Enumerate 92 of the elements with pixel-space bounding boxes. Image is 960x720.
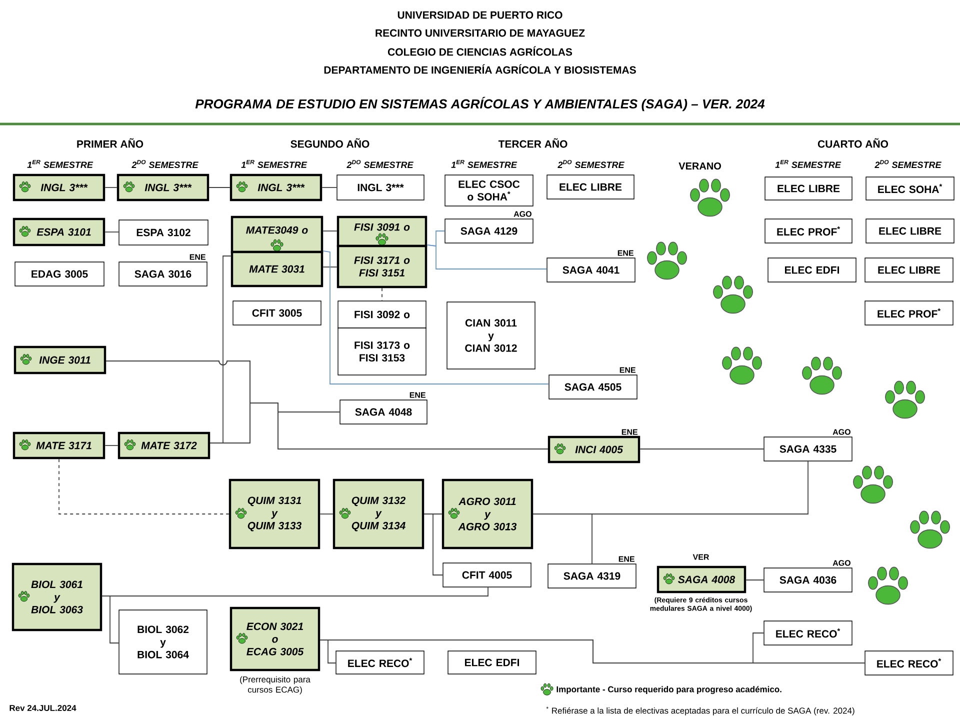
course-box: FISI 3173 o FISI 3153 [338, 328, 426, 376]
year-heading: PRIMER AÑO [77, 138, 144, 148]
course-box: ELEC LIBRE [866, 218, 954, 244]
course-note: VER [692, 554, 710, 560]
course-box: SAGA 4041 [546, 258, 636, 282]
required-course-box: FISI 3171 o FISI 3151 [336, 244, 428, 288]
course-note: ENE [622, 429, 638, 435]
connector-line [104, 445, 118, 446]
legend-text: Importante - Curso requerido para progreso académico. [556, 686, 782, 694]
connector-line [532, 514, 592, 564]
semester-heading: 2$^{DO}$ SEMESTRE [346, 160, 414, 168]
course-note: AGO [832, 429, 850, 435]
course-box: ELEC RECO$^{*}$ [764, 620, 852, 646]
connector-line [104, 187, 118, 188]
semester-heading: 2$^{DO}$ SEMESTRE [558, 160, 624, 168]
required-course-box: INGL 3*** [116, 174, 210, 202]
semester-heading: 2$^{DO}$ SEMESTRE [874, 160, 942, 168]
course-box: ELEC CSOC o SOHA$^{*}$ [444, 174, 534, 206]
course-note: ENE [620, 367, 636, 373]
course-box: INGL 3*** [336, 174, 424, 200]
course-box: ELEC RECO$^{*}$ [864, 650, 954, 676]
required-course-box: INGE 3011 [14, 346, 106, 374]
course-box: CFIT 3005 [232, 300, 322, 326]
course-box: ELEC EDFI [768, 258, 856, 282]
required-course-box: INCI 4005 [548, 436, 640, 464]
revision-date: Rev 24.JUL.2024 [10, 705, 76, 712]
required-course-box: INGL 3*** [12, 174, 106, 202]
connector-line [640, 448, 764, 450]
course-box: ESPA 3102 [118, 220, 208, 246]
connector-line [426, 244, 548, 270]
course-note: ENE [618, 250, 634, 256]
header-line: DEPARTAMENTO DE INGENIERÍA AGRÍCOLA Y BIOSISTEMAS [324, 64, 636, 74]
header-line: UNIVERSIDAD DE PUERTO RICO [398, 11, 562, 19]
required-course-box: MATE 3031 [230, 250, 324, 288]
required-course-box: INGL 3*** [230, 174, 322, 202]
course-box: SAGA 4335 [764, 436, 852, 462]
semester-heading: 1$^{ER}$ SEMESTRE [775, 160, 842, 168]
connector-line [102, 596, 120, 644]
required-course-box: SAGA 4008 [656, 566, 746, 594]
course-box: EDAG 3005 [14, 262, 104, 286]
course-box: ELEC LIBRE [864, 258, 954, 282]
header-line: COLEGIO DE CIENCIAS AGRÍCOLAS [388, 46, 572, 56]
required-course-box: QUIM 3131 y QUIM 3133 [228, 478, 320, 550]
course-box: BIOL 3062 y BIOL 3064 [118, 610, 208, 674]
title: PROGRAMA DE ESTUDIO EN SISTEMAS AGRÍCOLAS Y AMBIENTALES (SAGA) – VER. 2024 [195, 96, 765, 112]
course-box: SAGA 4036 [764, 568, 852, 592]
connector-line [58, 458, 230, 514]
year-heading: TERCER AÑO [498, 138, 568, 148]
course-box: ELEC LIBRE [764, 176, 852, 200]
summer-heading: VERANO [678, 162, 721, 170]
required-course-box: MATE3049 o [230, 216, 324, 254]
required-course-box: BIOL 3061 y BIOL 3063 [12, 562, 102, 632]
course-box: FISI 3092 o [338, 300, 426, 328]
course-box: ELEC LIBRE [546, 174, 634, 200]
required-course-box: MATE 3172 [118, 432, 210, 460]
course-box: ELEC RECO$^{*}$ [336, 650, 424, 674]
course-note: AGO [832, 560, 850, 566]
course-note: ENE [618, 556, 634, 562]
connector-line [424, 514, 444, 576]
connector-line [208, 187, 230, 188]
required-course-box: MATE 3171 [12, 432, 106, 460]
course-note: (Prerrequisito para cursos ECAG) [240, 676, 310, 694]
year-heading: SEGUNDO AÑO [290, 138, 370, 148]
semester-heading: 1$^{ER}$ SEMESTRE [27, 160, 94, 168]
course-box: SAGA 4129 [444, 218, 534, 244]
course-box: SAGA 4319 [548, 564, 636, 588]
required-course-box: ECON 3021 o ECAG 3005 [230, 606, 320, 672]
course-box: SAGA 4505 [548, 374, 638, 400]
required-course-box: QUIM 3132 y QUIM 3134 [332, 478, 424, 550]
course-box: ELEC PROF$^{*}$ [764, 218, 852, 244]
connector-line [320, 640, 866, 664]
course-note: AGO [514, 211, 532, 217]
course-box: ELEC EDFI [448, 650, 536, 674]
course-box: CIAN 3011 y CIAN 3012 [446, 302, 536, 370]
course-box: ELEC PROF$^{*}$ [864, 300, 954, 326]
course-box: SAGA 3016 [118, 262, 208, 286]
connector-line [322, 266, 338, 268]
required-course-box: AGRO 3011 y AGRO 3013 [442, 478, 534, 550]
year-heading: CUARTO AÑO [818, 138, 888, 148]
header-line: RECINTO UNIVERSITARIO DE MAYAGUEZ [376, 29, 585, 37]
connector-line [322, 230, 338, 232]
course-box: ELEC SOHA$^{*}$ [866, 176, 954, 200]
required-course-box: FISI 3091 o [336, 216, 428, 248]
connector-line [322, 187, 338, 188]
connector-line [322, 250, 550, 384]
connector-line [210, 256, 232, 444]
footnote: $^{*}$ Refiérase a la lista de electivas aceptadas para el currículo de SAGA (rev. 2024) [546, 706, 854, 716]
course-note: ENE [410, 392, 426, 398]
course-note: ENE [190, 254, 206, 260]
course-box: SAGA 4048 [340, 400, 428, 424]
course-box: CFIT 4005 [442, 562, 532, 588]
required-course-box: ESPA 3101 [12, 218, 106, 246]
